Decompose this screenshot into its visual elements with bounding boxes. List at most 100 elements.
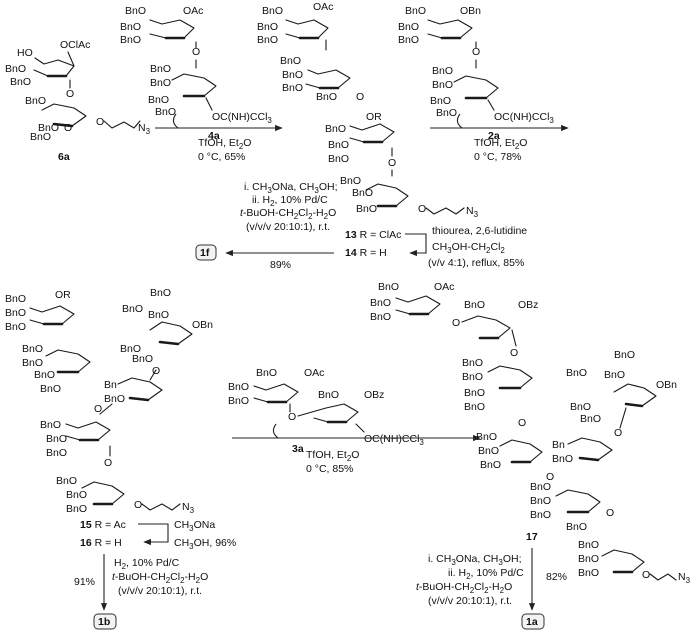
compound-box-1b — [93, 613, 117, 630]
label-bno-15-7: BnO — [40, 383, 61, 395]
label-obz-3a: OBz — [364, 389, 384, 401]
step4-line3: (v/v 4:1), reflux, 85% — [428, 257, 524, 269]
label-bno-13-12: BnO — [352, 187, 373, 199]
step5-line1: TfOH, Et2O — [306, 449, 359, 463]
label-obn-17: OBn — [656, 379, 677, 391]
step4-line1: thiourea, 2,6-lutidine — [432, 225, 527, 237]
step7-line1: H2, 10% Pd/C — [114, 557, 180, 571]
label-o-17-4: O — [546, 471, 554, 483]
compound-3a-structure: BnO OAc BnO BnO O BnO OBz OC(NH)CCl3 3a — [228, 367, 424, 455]
label-bno-2a-4: BnO — [432, 65, 453, 77]
label-bno-2a-5: BnO — [432, 79, 453, 91]
label-o-6a-3: O — [96, 116, 104, 128]
compound-label-1a: 1a — [526, 616, 538, 628]
label-bno-17-17: BnO — [566, 367, 587, 379]
label-o-2a: O — [472, 46, 480, 58]
compound-box-1a — [521, 613, 545, 630]
label-bno-17-7: BnO — [464, 387, 485, 399]
label-o-6a-2: O — [64, 122, 72, 134]
label-bno-13-8: BnO — [325, 123, 346, 135]
label-n3-15: N3 — [182, 501, 195, 515]
compound-label-3a: 3a — [292, 443, 304, 455]
label-oac-4a: OAc — [183, 5, 203, 17]
label-bno-15-11: BnO — [56, 475, 77, 487]
step4-line2: CH3OH-CH2Cl2 — [432, 241, 505, 255]
label-o-13-1: O — [356, 91, 364, 103]
label-oac-13: OAc — [313, 1, 333, 13]
label-o-15-2: O — [104, 457, 112, 469]
reaction-step-8: i. CH3ONa, CH3OH; ii. H2, 10% Pd/C t-BuO… — [416, 548, 567, 630]
label-bno-17-9: BnO — [476, 431, 497, 443]
label-o-15-4: O — [152, 365, 160, 377]
label-obz-17: OBz — [518, 299, 538, 311]
label-bno-15-2: BnO — [5, 307, 26, 319]
label-o-17-6: O — [614, 427, 622, 439]
label-ho: HO — [17, 47, 33, 59]
label-n3-13: N3 — [466, 205, 479, 219]
label-bno-4a-4: BnO — [150, 63, 171, 75]
label-trichloro-3a: OC(NH)CCl3 — [364, 433, 424, 447]
label-bno-2a-3: BnO — [398, 34, 419, 46]
compound-label-1f: 1f — [200, 247, 210, 259]
label-o-3a: O — [288, 411, 296, 423]
label-o-13-3: O — [418, 203, 426, 215]
compound-box-1f — [195, 244, 217, 261]
label-bno-3a-2: BnO — [228, 381, 249, 393]
r-label-16: 16 R = H — [80, 537, 122, 549]
step3-line3: t-BuOH-CH2Cl2-H2O — [240, 207, 336, 221]
label-bno-15-16: BnO — [148, 309, 169, 321]
label-bno-3a-1: BnO — [256, 367, 277, 379]
step2-line1: TfOH, Et2O — [474, 137, 527, 151]
label-bno-13-7: BnO — [316, 91, 337, 103]
label-bno-3a-4: BnO — [318, 389, 339, 401]
label-n3-6a: N3 — [138, 122, 151, 136]
label-bno-17-10: BnO — [478, 445, 499, 457]
step7-yield: 91% — [74, 576, 95, 588]
label-bno-17-4: BnO — [464, 299, 485, 311]
label-bno-15-5: BnO — [22, 357, 43, 369]
step3-line2: ii. H2, 10% Pd/C — [252, 194, 328, 208]
label-bno-17-3: BnO — [370, 311, 391, 323]
label-oclac: OClAc — [60, 39, 90, 51]
label-trichloro-2a: OC(NH)CCl3 — [494, 111, 554, 125]
label-n3-17: N3 — [678, 571, 691, 585]
step1-line2: 0 °C, 65% — [198, 151, 245, 163]
label-bno-13-3: BnO — [257, 34, 278, 46]
label-bno-17-19: BnO — [570, 401, 591, 413]
label-bno-17-6: BnO — [462, 371, 483, 383]
label-bno-15-19: BnO — [104, 393, 125, 405]
label-bno-4a-1: BnO — [125, 5, 146, 17]
label-bno-6a-2: BnO — [10, 76, 31, 88]
label-bno-15-10: BnO — [46, 447, 67, 459]
compound-label-4a: 4a — [208, 130, 220, 142]
label-o-17-7: O — [642, 569, 650, 581]
label-bno-15-15: BnO — [122, 303, 143, 315]
reaction-step-4: 13 R = ClAc 14 R = H thiourea, 2,6-lutid… — [345, 225, 527, 269]
label-bno-4a-2: BnO — [120, 21, 141, 33]
reaction-step-6: CH3ONa CH3OH, 96% — [138, 519, 236, 551]
label-bno-15-1: BnO — [5, 293, 26, 305]
label-bno-17-16: BnO — [614, 349, 635, 361]
label-bno-17-18: BnO — [604, 369, 625, 381]
label-bno-17-11: BnO — [480, 459, 501, 471]
compound-15-16-structure: BnO OR BnO BnO BnO BnO BnO BnO O BnO BnO… — [5, 287, 213, 515]
label-bno-4a-6: BnO — [148, 94, 169, 106]
step3-yield: 89% — [270, 259, 291, 271]
step3-line4: (v/v/v 20:10:1), r.t. — [246, 221, 330, 233]
step8-line4: (v/v/v 20:10:1), r.t. — [428, 595, 512, 607]
label-bno-2a-7: BnO — [436, 107, 457, 119]
label-oac-17: OAc — [434, 281, 454, 293]
label-bno-17-14: BnO — [530, 509, 551, 521]
label-bno-17-23: BnO — [578, 553, 599, 565]
compound-label-6a: 6a — [58, 151, 70, 163]
label-bno-13-10: BnO — [328, 153, 349, 165]
step7-line2: t-BuOH-CH2Cl2-H2O — [112, 571, 208, 585]
label-bno-6a-1: BnO — [5, 63, 26, 75]
label-bno-3a-3: BnO — [228, 395, 249, 407]
label-bno-15-3: BnO — [5, 321, 26, 333]
reaction-step-7: 91% H2, 10% Pd/C t-BuOH-CH2Cl2-H2O (v/v/… — [74, 554, 208, 630]
label-bno-15-14: BnO — [150, 287, 171, 299]
label-bno-13-13: BnO — [356, 203, 377, 215]
label-obn-15: OBn — [192, 319, 213, 331]
label-bno-4a-7: BnO — [155, 106, 176, 118]
